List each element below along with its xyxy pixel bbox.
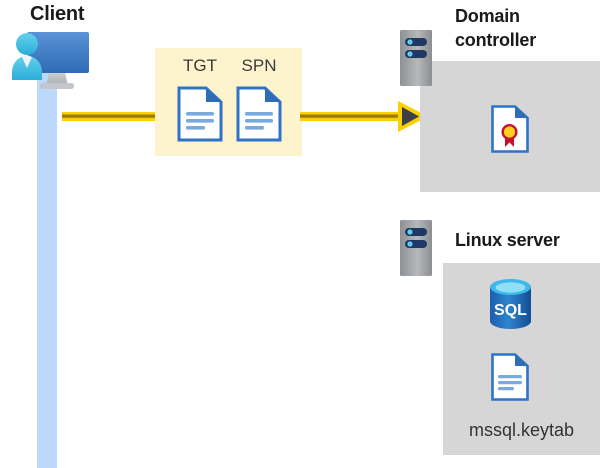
tgt-label: TGT	[183, 56, 217, 75]
client-lifeline	[37, 62, 57, 468]
certificate-document-icon	[490, 105, 530, 153]
page-title-client: Client	[30, 3, 85, 25]
linux-server-title-line-1: Linux server	[455, 230, 560, 250]
keytab-document-icon	[490, 353, 530, 401]
connector-line-left	[62, 112, 156, 121]
client-workstation-icon	[6, 28, 102, 98]
server-icon-domain-controller	[400, 30, 432, 86]
domain-controller-title-line-1: Domain	[455, 6, 520, 26]
page-title-linux-server: Linux server	[455, 228, 600, 252]
server-icon-linux-server	[400, 220, 432, 276]
domain-controller-title-line-2: controller	[455, 30, 537, 50]
request-arrow-right-icon	[398, 101, 428, 132]
sql-database-icon: SQL	[487, 278, 534, 330]
spn-label: SPN	[241, 56, 277, 75]
document-icon-tgt	[176, 86, 224, 142]
keytab-file-label: mssql.keytab	[468, 420, 575, 440]
sql-icon-label: SQL	[494, 302, 527, 319]
connector-line-right	[300, 112, 406, 121]
document-icon-spn	[235, 86, 283, 142]
page-title-domain-controller: Domain controller	[455, 4, 595, 52]
